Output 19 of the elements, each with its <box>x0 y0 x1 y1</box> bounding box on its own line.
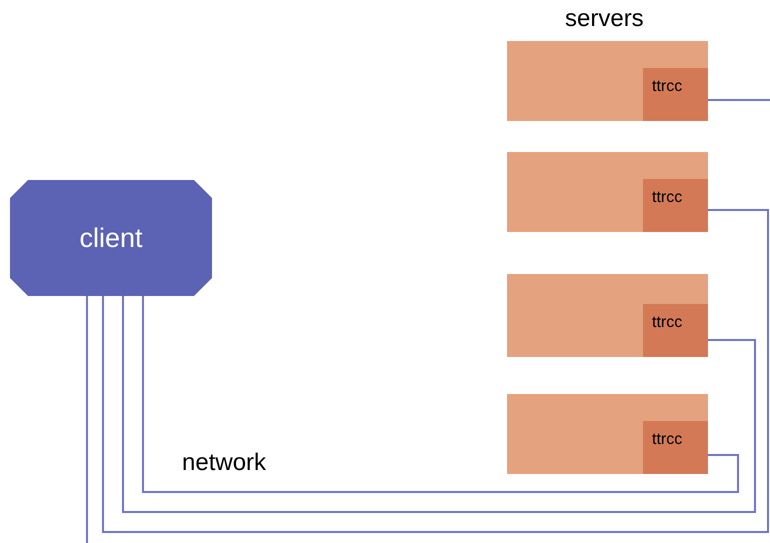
port-label: ttrcc <box>652 431 682 449</box>
port-box <box>643 68 708 121</box>
port-label: ttrcc <box>652 189 682 207</box>
port-box <box>643 304 708 357</box>
node-label: client <box>79 222 143 254</box>
server-box <box>507 394 708 474</box>
network-line <box>708 99 770 101</box>
server-box <box>507 274 708 357</box>
server-box <box>507 41 708 121</box>
port-label: ttrcc <box>652 314 682 332</box>
client-node <box>10 180 212 296</box>
port-box <box>643 421 708 474</box>
network-label: network <box>182 449 266 477</box>
group-label: servers <box>565 5 644 33</box>
port-box <box>643 179 708 232</box>
port-label: ttrcc <box>652 78 682 96</box>
network-line <box>102 209 769 533</box>
server-box <box>507 152 708 232</box>
network-line <box>86 296 88 543</box>
